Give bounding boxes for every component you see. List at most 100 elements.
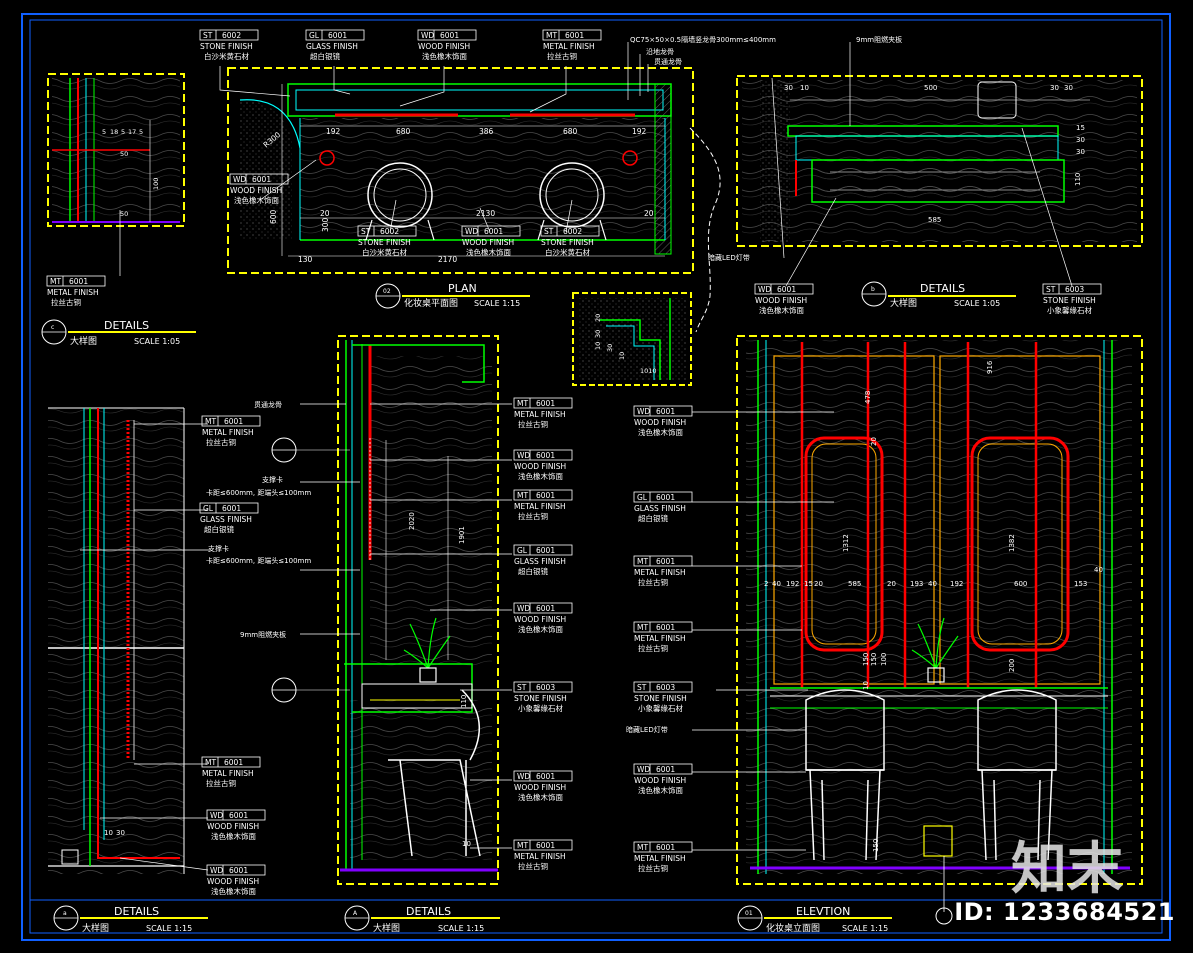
- dim: 17: [128, 128, 136, 136]
- callout-code: ST: [544, 227, 554, 236]
- detail-b-dims: 30 10 500 30 30 585 110 15 30 30: [784, 84, 1085, 224]
- callout-finish: WOOD FINISH: [634, 418, 686, 427]
- dim: 30: [784, 84, 793, 92]
- callout-code: WD: [517, 604, 530, 613]
- callout-code: MT: [205, 758, 216, 767]
- callout-tag-box: [229, 173, 289, 185]
- callout-code: WD: [758, 285, 771, 294]
- callout-number: 6001: [656, 623, 675, 632]
- dim: 50: [120, 150, 128, 158]
- dim: 1382: [1008, 534, 1016, 552]
- watermark-id: ID: 1233684521: [954, 898, 1175, 926]
- callout-number: 6003: [536, 683, 555, 692]
- callout-code: MT: [517, 491, 528, 500]
- detail-c-dims: 5 18 5 17 5 50 100 50: [102, 128, 160, 218]
- callout-finish: METAL FINISH: [514, 502, 566, 511]
- dim: 30: [1064, 84, 1073, 92]
- callout-material: 小象馨缘石材: [1047, 305, 1092, 315]
- dim: 1312: [842, 534, 850, 552]
- note-kaju2: 卡距≤600mm, 距端头≤100mm: [206, 556, 311, 565]
- title-number: 02: [383, 288, 391, 295]
- dim: 20: [644, 209, 654, 218]
- callout-number: 6001: [328, 31, 347, 40]
- detail-c-view: [47, 73, 185, 227]
- callout-code: MT: [205, 417, 216, 426]
- title-scale: SCALE 1:15: [438, 924, 484, 933]
- detail-a-view: [48, 407, 185, 874]
- callout-finish: WOOD FINISH: [755, 296, 807, 305]
- callout-number: 6001: [440, 31, 459, 40]
- dim: 30: [1076, 136, 1085, 144]
- dim: 600: [1014, 580, 1027, 588]
- callout-number: 6001: [536, 399, 555, 408]
- callout-material: 拉丝古铜: [547, 51, 577, 61]
- title-det-A: A DETAILS 大样图 SCALE 1:15: [344, 905, 500, 934]
- note-yandi: 沿地龙骨: [646, 47, 674, 56]
- dim: 153: [1074, 580, 1087, 588]
- callout-number: 6003: [656, 683, 675, 692]
- callout-material: 白沙米黄石材: [545, 247, 590, 257]
- callout-code: ST: [637, 683, 647, 692]
- title-number: b: [871, 286, 875, 293]
- title-cn: 大样图: [373, 922, 400, 934]
- callout-number: 6001: [536, 546, 555, 555]
- callout-finish: METAL FINISH: [514, 410, 566, 419]
- callout-finish: METAL FINISH: [47, 288, 99, 297]
- note-guantong: 贯通龙骨: [654, 57, 682, 66]
- callout-code: MT: [517, 399, 528, 408]
- title-det-b: b DETAILS 大样图 SCALE 1:05: [861, 281, 1016, 309]
- callout-code: ST: [1046, 285, 1056, 294]
- plant-icon-elev: [911, 617, 959, 683]
- callout-number: 6001: [229, 866, 248, 875]
- callout-code: WD: [210, 811, 223, 820]
- dim: 40: [1094, 566, 1103, 574]
- callout-material: 浅色橡木饰面: [518, 471, 563, 481]
- plant-icon: [403, 617, 451, 683]
- title-det-c: c DETAILS 大样图 SCALE 1:05: [41, 319, 196, 347]
- callout-code: ST: [203, 31, 213, 40]
- callout-code: WD: [465, 227, 478, 236]
- callout-finish: METAL FINISH: [202, 769, 254, 778]
- callout-tag-box: [633, 405, 693, 417]
- note-guantong-m: 贯通龙骨: [254, 400, 282, 409]
- callout-material: 拉丝古铜: [206, 778, 236, 788]
- dim: 20: [870, 437, 878, 446]
- dim: 5: [121, 128, 125, 136]
- dim: 192: [786, 580, 799, 588]
- dim: 500: [924, 84, 937, 92]
- dim: 680: [563, 127, 578, 136]
- callout-number: 6002: [222, 31, 241, 40]
- title-scale: SCALE 1:15: [842, 924, 888, 933]
- dim: 30: [1076, 148, 1085, 156]
- dim: 600: [269, 209, 278, 224]
- callout-number: 6001: [777, 285, 796, 294]
- callout-finish: STONE FINISH: [200, 42, 253, 51]
- callout-code: ST: [361, 227, 371, 236]
- section-marker-a: [271, 437, 350, 463]
- callout-tag-box: [542, 29, 602, 41]
- plan-view: [227, 67, 694, 274]
- callout-finish: METAL FINISH: [634, 634, 686, 643]
- callout-code: MT: [637, 557, 648, 566]
- callout-material: 拉丝古铜: [518, 511, 548, 521]
- note-zhicheng2: 支撑卡: [208, 544, 229, 553]
- title-number: c: [51, 324, 54, 331]
- callout-finish: WOOD FINISH: [634, 776, 686, 785]
- title-scale: SCALE 1:15: [474, 299, 520, 308]
- callout-tag-box: [633, 555, 693, 567]
- callout-tag-box: [754, 283, 814, 295]
- callout-tag-box: [633, 841, 693, 853]
